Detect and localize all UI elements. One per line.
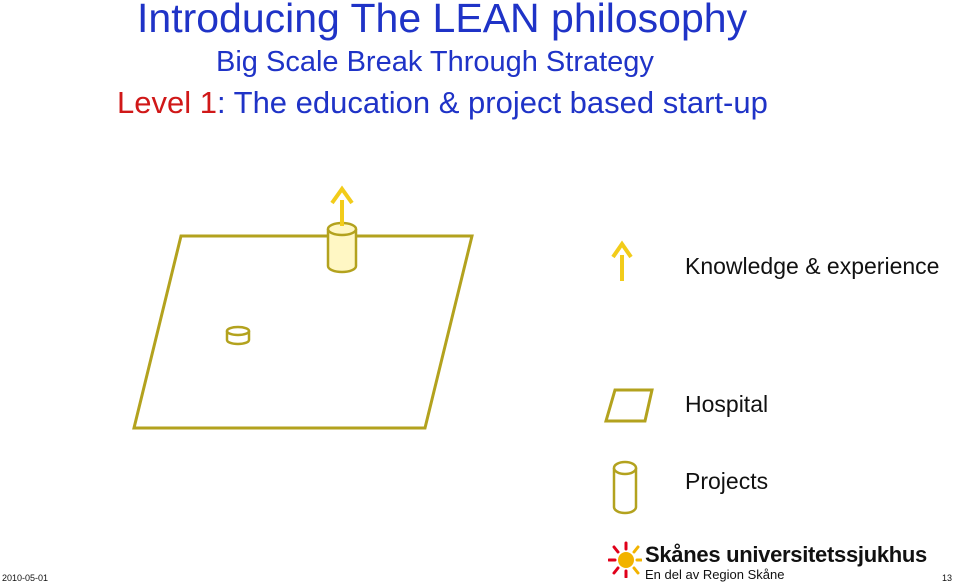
level-heading: Level 1: The education & project based s… bbox=[117, 85, 768, 120]
hospital-shape bbox=[132, 234, 474, 430]
legend-hospital-label: Hospital bbox=[685, 391, 769, 417]
project-cylinder-large bbox=[326, 221, 358, 274]
projects-legend-icon bbox=[612, 460, 638, 515]
slide-title: Introducing The LEAN philosophy bbox=[137, 0, 748, 41]
level-prefix: Level 1 bbox=[117, 85, 217, 120]
logo-subtitle: En del av Region Skåne bbox=[645, 567, 785, 582]
legend-knowledge-label: Knowledge & experience bbox=[685, 253, 940, 279]
logo-name: Skånes universitetssjukhus bbox=[645, 542, 927, 567]
footer-date: 2010-05-01 bbox=[2, 573, 49, 583]
project-cylinder-small bbox=[225, 325, 251, 346]
slide-subtitle: Big Scale Break Through Strategy bbox=[216, 46, 654, 78]
knowledge-legend-icon bbox=[611, 240, 633, 281]
legend-projects-label: Projects bbox=[685, 468, 769, 494]
page-number: 13 bbox=[942, 573, 953, 583]
knowledge-arrow-diagram bbox=[330, 185, 354, 226]
level-description: : The education & project based start-up bbox=[216, 85, 768, 120]
sun-logo-icon bbox=[608, 541, 642, 578]
sus-logo: Skånes universitetssjukhus En del av Reg… bbox=[608, 540, 938, 585]
hospital-legend-icon bbox=[604, 388, 654, 423]
